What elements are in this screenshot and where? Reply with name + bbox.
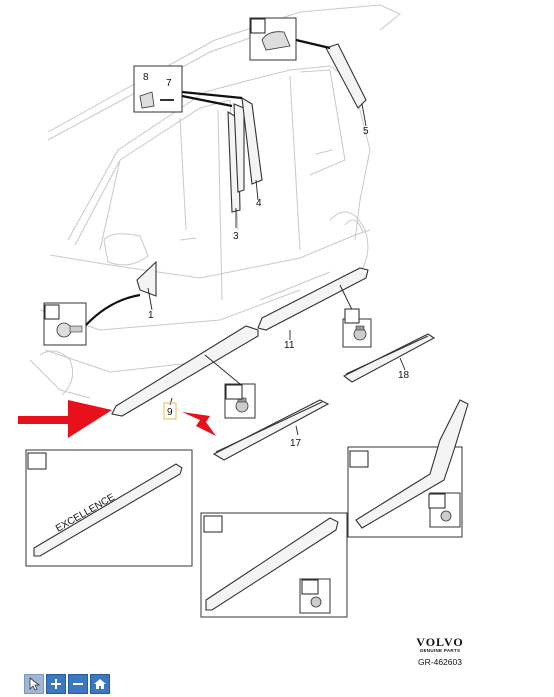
zoom-in-icon xyxy=(51,679,61,689)
clip-12-icon xyxy=(342,318,372,348)
home-icon xyxy=(94,679,106,689)
highlight-arrow-small xyxy=(182,412,216,436)
zoom-out-button[interactable] xyxy=(68,674,88,694)
part-3-b-pillar-trim[interactable] xyxy=(227,103,245,213)
screw-2-icon xyxy=(43,302,87,346)
callout-9-highlight xyxy=(163,402,177,420)
zoom-toolbar xyxy=(24,674,110,694)
callout-11[interactable]: 11 xyxy=(284,340,295,351)
inset-13 xyxy=(200,512,348,618)
callout-3[interactable]: 3 xyxy=(233,231,239,242)
part-5-d-pillar-trim[interactable] xyxy=(325,43,367,109)
diagram-reference: GR-462603 xyxy=(418,657,462,667)
part-17-scuff-plate-front[interactable] xyxy=(212,399,330,461)
leader-lines xyxy=(85,38,406,436)
callout-7[interactable]: 7 xyxy=(166,78,172,89)
callout-9[interactable]: 9 xyxy=(167,407,173,418)
callout-1[interactable]: 1 xyxy=(148,310,154,321)
highlight-arrow-large xyxy=(18,400,112,438)
zoom-in-button[interactable] xyxy=(46,674,66,694)
callout-tag-boxes xyxy=(27,18,446,595)
inset-19: EXCELLENCE xyxy=(25,449,193,567)
volvo-logo: VOLVO xyxy=(416,635,464,649)
part-1-mirror-trim[interactable] xyxy=(136,260,157,297)
home-button[interactable] xyxy=(90,674,110,694)
part-4-c-pillar-trim[interactable] xyxy=(241,96,263,185)
callout-4[interactable]: 4 xyxy=(256,198,262,209)
part-9-front-sill-molding[interactable] xyxy=(111,325,259,417)
callout-5[interactable]: 5 xyxy=(363,126,369,137)
cursor-icon xyxy=(29,677,40,691)
clip-8-icon xyxy=(133,65,183,113)
callout-18[interactable]: 18 xyxy=(398,370,410,381)
part-11-rear-sill-molding[interactable] xyxy=(257,267,369,331)
part-18-scuff-plate-rear[interactable] xyxy=(342,333,436,383)
callout-17[interactable]: 17 xyxy=(290,438,302,449)
cursor-button[interactable] xyxy=(24,674,44,694)
zoom-out-icon xyxy=(73,683,83,685)
inset-15 xyxy=(347,399,469,538)
brand-block: VOLVO GENUINE PARTS GR-462603 xyxy=(400,636,480,668)
callout-8[interactable]: 8 xyxy=(143,72,149,83)
brand-subtitle: GENUINE PARTS xyxy=(419,648,461,653)
